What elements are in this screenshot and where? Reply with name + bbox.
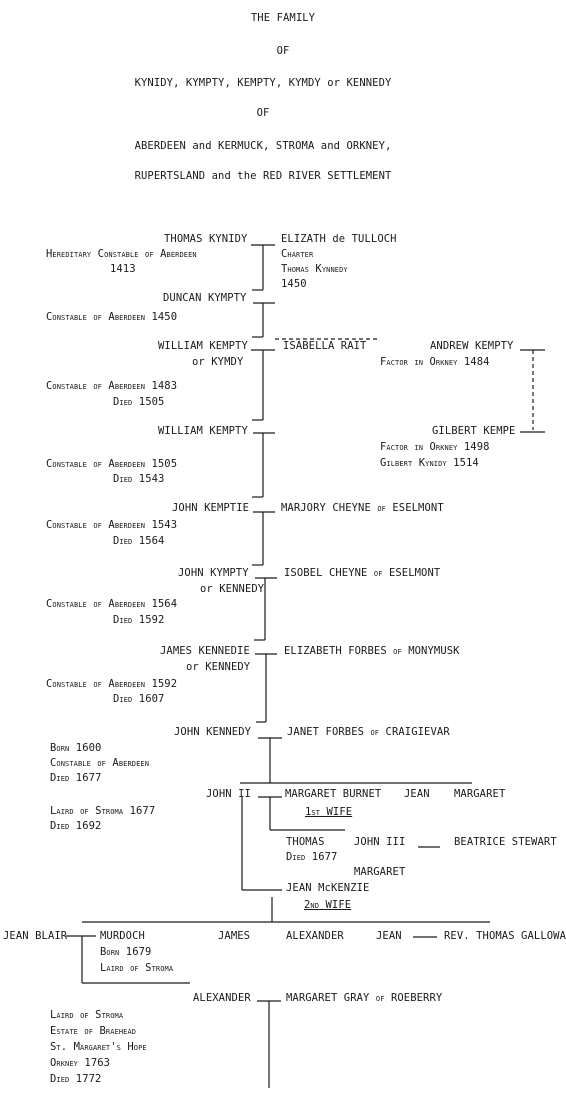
title-line-1: THE FAMILY	[250, 12, 316, 24]
person-andrew-kempty: ANDREW KEMPTY	[430, 340, 514, 352]
person-james: JAMES	[218, 930, 251, 942]
title-line-5: ABERDEEN and KERMUCK, STROMA and ORKNEY,	[134, 140, 392, 152]
title-line-3: KYNIDY, KYMPTY, KEMPTY, KYMDY or KENNEDY	[134, 77, 392, 89]
note-john-ii-1: Laird of Stroma 1677	[50, 805, 156, 817]
person-john-kennedy: JOHN KENNEDY	[174, 726, 252, 738]
person-john-ii: JOHN II	[206, 788, 251, 800]
alias-james-kennedie: or KENNEDY	[186, 661, 251, 673]
person-jean-2: JEAN	[376, 930, 402, 942]
person-margaret-gray: MARGARET GRAY of ROEBERRY	[286, 992, 443, 1004]
note-gilbert-2: Gilbert Kynidy 1514	[380, 457, 479, 469]
alias-john-kympty: or KENNEDY	[200, 583, 265, 595]
note-alexander-2-2: Estate of Braehead	[50, 1025, 137, 1037]
person-margaret-2: MARGARET	[354, 866, 406, 878]
note-james-kennedie-2: Died 1607	[113, 693, 165, 705]
title-line-4: OF	[256, 107, 270, 119]
person-john-kemptie: JOHN KEMPTIE	[172, 502, 250, 514]
note-john-kympty-2: Died 1592	[113, 614, 165, 626]
person-isobel-cheyne: ISOBEL CHEYNE of ESELMONT	[284, 567, 441, 579]
person-john-kympty: JOHN KYMPTY	[178, 567, 249, 579]
title-line-2: OF	[276, 45, 290, 57]
person-murdoch: MURDOCH	[100, 930, 145, 942]
person-william-kempty-2: WILLIAM KEMPTY	[158, 425, 248, 437]
note-gilbert-1: Factor in Orkney 1498	[380, 441, 490, 453]
person-rev-thomas-galloway: REV. THOMAS GALLOWAY	[444, 930, 566, 942]
alias-william-kempty-1: or KYMDY	[192, 356, 244, 368]
note-william-1-2: Died 1505	[113, 396, 165, 408]
person-margaret-1: MARGARET	[454, 788, 506, 800]
person-john-iii: JOHN III	[354, 836, 406, 848]
note-elizath-3: 1450	[281, 278, 307, 290]
note-john-kennedy-2: Constable of Aberdeen	[50, 757, 150, 769]
person-margaret-burnet: MARGARET BURNET	[285, 788, 382, 800]
person-beatrice-stewart: BEATRICE STEWART	[454, 836, 557, 848]
person-jean-mckenzie: JEAN McKENZIE	[286, 882, 370, 894]
note-james-kennedie-1: Constable of Aberdeen 1592	[46, 678, 178, 690]
person-elizath-de-tulloch: ELIZATH de TULLOCH	[281, 233, 397, 245]
note-thomas-kynidy-1: Hereditary Constable of Aberdeen	[46, 248, 197, 260]
note-thomas: Died 1677	[286, 851, 338, 863]
person-duncan-kympty: DUNCAN KYMPTY	[163, 292, 247, 304]
person-thomas: THOMAS	[286, 836, 325, 848]
note-andrew: Factor in Orkney 1484	[380, 356, 490, 368]
note-margaret-burnet: 1st WIFE	[305, 806, 353, 818]
note-alexander-2-4: Orkney 1763	[50, 1057, 111, 1069]
person-william-kempty-1: WILLIAM KEMPTY	[158, 340, 248, 352]
person-isabella-rait: ISABELLA RAIT	[283, 340, 367, 352]
note-elizath-2: Thomas Kynnedy	[281, 263, 348, 275]
person-alexander-2: ALEXANDER	[193, 992, 251, 1004]
person-thomas-kynidy: THOMAS KYNIDY	[164, 233, 248, 245]
note-william-2-1: Constable of Aberdeen 1505	[46, 458, 178, 470]
note-john-kemptie-2: Died 1564	[113, 535, 165, 547]
note-jean-mckenzie: 2nd WIFE	[304, 899, 352, 911]
note-alexander-2-3: St. Margaret's Hope	[50, 1041, 147, 1053]
note-thomas-kynidy-2: 1413	[110, 263, 136, 275]
note-john-kympty-1: Constable of Aberdeen 1564	[46, 598, 178, 610]
note-john-kemptie-1: Constable of Aberdeen 1543	[46, 519, 178, 531]
person-alexander-1: ALEXANDER	[286, 930, 344, 942]
note-william-1-1: Constable of Aberdeen 1483	[46, 380, 178, 392]
note-duncan: Constable of Aberdeen 1450	[46, 311, 178, 323]
note-murdoch-1: Born 1679	[100, 946, 152, 958]
person-gilbert-kempe: GILBERT KEMPE	[432, 425, 516, 437]
person-janet-forbes: JANET FORBES of CRAIGIEVAR	[287, 726, 450, 738]
note-john-ii-2: Died 1692	[50, 820, 102, 832]
note-alexander-2-5: Died 1772	[50, 1073, 102, 1085]
note-elizath-1: Charter	[281, 248, 314, 260]
person-jean-blair: JEAN BLAIR	[3, 930, 68, 942]
note-murdoch-2: Laird of Stroma	[100, 962, 174, 974]
person-marjory-cheyne: MARJORY CHEYNE of ESELMONT	[281, 502, 444, 514]
note-john-kennedy-1: Born 1600	[50, 742, 102, 754]
person-james-kennedie: JAMES KENNEDIE	[160, 645, 250, 657]
note-william-2-2: Died 1543	[113, 473, 165, 485]
person-jean-1: JEAN	[404, 788, 430, 800]
person-elizabeth-forbes: ELIZABETH FORBES of MONYMUSK	[284, 645, 460, 657]
title-line-6: RUPERTSLAND and the RED RIVER SETTLEMENT	[134, 170, 392, 182]
note-alexander-2-1: Laird of Stroma	[50, 1009, 124, 1021]
note-john-kennedy-3: Died 1677	[50, 772, 102, 784]
